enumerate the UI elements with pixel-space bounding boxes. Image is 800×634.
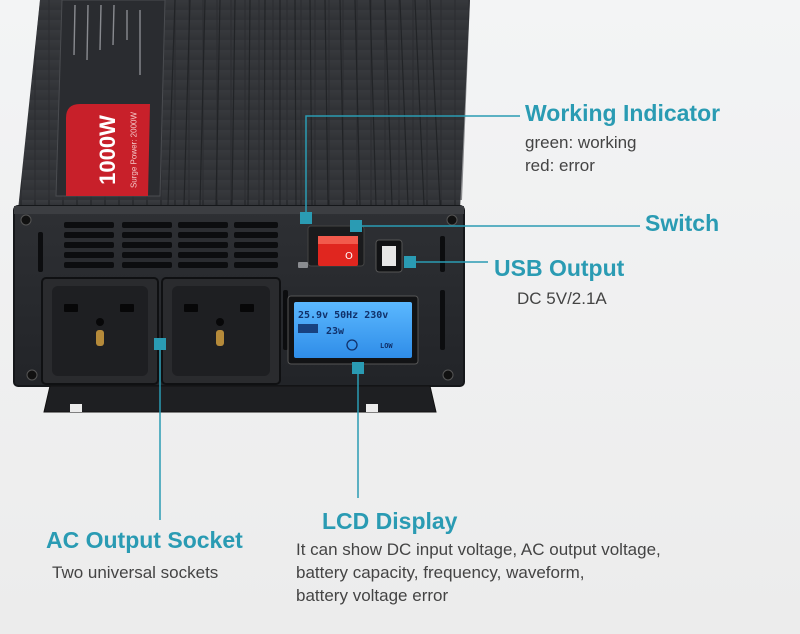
ac-output-subtitle: Two universal sockets bbox=[52, 563, 219, 582]
working-indicator-line-1: green: working bbox=[525, 133, 637, 152]
lcd-display-line-2: battery capacity, frequency, waveform, bbox=[296, 563, 585, 582]
mounting-plate bbox=[43, 385, 437, 413]
working-indicator-title: Working Indicator bbox=[525, 100, 721, 126]
usb-output-subtitle: DC 5V/2.1A bbox=[517, 289, 607, 308]
ac-socket-right bbox=[161, 277, 281, 385]
switch-title: Switch bbox=[645, 210, 720, 236]
usb-port bbox=[375, 239, 403, 273]
power-switch: O bbox=[307, 225, 365, 267]
lcd-display-line-3: battery voltage error bbox=[296, 586, 449, 605]
usb-output-title: USB Output bbox=[494, 255, 625, 281]
callout-markers bbox=[154, 212, 416, 374]
rating-sub-label: Surge Power: 2000W bbox=[129, 111, 139, 189]
lcd-panel bbox=[287, 295, 419, 365]
screws bbox=[20, 214, 458, 381]
svg-text:O: O bbox=[345, 251, 353, 262]
working-indicator-line-2: red: error bbox=[525, 156, 595, 175]
callout-lines bbox=[159, 115, 640, 520]
housing-ribs bbox=[167, 0, 441, 206]
vent-slots bbox=[38, 222, 445, 350]
lcd-display-title: LCD Display bbox=[322, 508, 458, 534]
lcd-display-line-1: It can show DC input voltage, AC output … bbox=[296, 540, 661, 559]
rating-tag bbox=[66, 104, 150, 196]
rating-label: 1000W bbox=[95, 115, 120, 185]
ac-output-title: AC Output Socket bbox=[46, 527, 243, 553]
ac-socket-left bbox=[41, 277, 159, 385]
